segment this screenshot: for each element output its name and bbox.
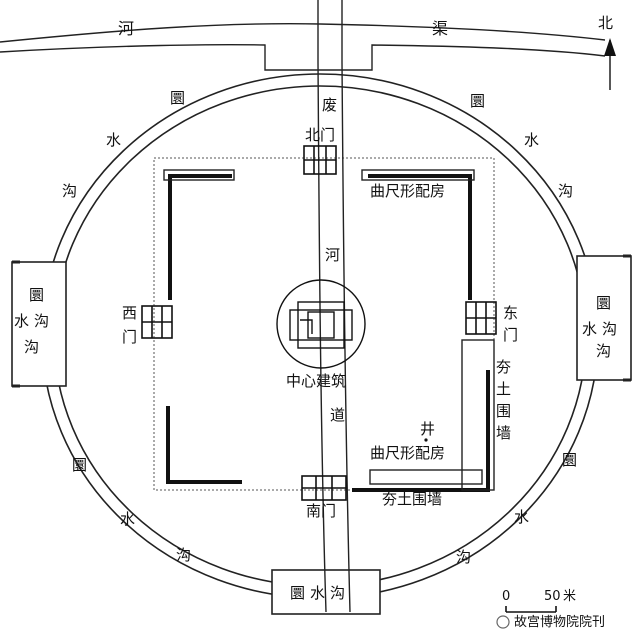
moat-labels: 圜 水 沟 圜 水 沟 圜 水 沟 圜 水 沟: [62, 89, 577, 566]
moat-char-ne-3: 沟: [558, 182, 573, 200]
moat-char-nw-1: 圜: [170, 89, 185, 107]
central-building-shape: [276, 279, 366, 369]
north-arrow: 北: [598, 14, 616, 90]
moat-char-sw-3: 沟: [176, 546, 191, 564]
channel-char-2: 河: [325, 246, 340, 264]
river-char-2: 渠: [432, 19, 448, 38]
west-pond-label: 圜 水 沟 沟: [14, 286, 49, 356]
east-pond-char-4: 沟: [596, 342, 611, 360]
moat-char-se-1: 圜: [562, 451, 577, 469]
abandoned-channel: [317, 0, 351, 613]
south-gate-label: 南门: [306, 502, 336, 520]
scale-value: 50: [544, 589, 561, 604]
west-pond-char-4: 沟: [24, 338, 39, 356]
rammed-wall-vertical-label: 夯 土 围 墙: [496, 358, 511, 442]
corner-rooms-label-north: 曲尺形配房: [370, 182, 445, 200]
watermark: 故宫博物院院刊: [496, 615, 605, 630]
scale-bar: 0 50 米: [502, 589, 576, 613]
east-pond-char-2: 水: [582, 320, 597, 338]
rammed-wall-v-char-3: 围: [496, 402, 511, 420]
east-pond-char-3: 沟: [602, 320, 617, 338]
north-gate-shape: [303, 145, 337, 175]
rammed-earth-walls: [166, 174, 490, 492]
river-channel: [0, 22, 606, 71]
channel-char-1: 废: [322, 96, 337, 114]
moat-char-nw-2: 水: [106, 131, 121, 149]
moat-char-sw-2: 水: [120, 510, 135, 528]
east-gate-shape: [465, 301, 497, 335]
moat-pond-west: [11, 260, 67, 388]
south-pond-char-1: 圜: [290, 584, 305, 602]
west-pond-char-1: 圜: [29, 286, 44, 304]
west-gate-label-1: 西: [122, 304, 137, 322]
channel-char-3: 道: [330, 406, 345, 424]
rammed-wall-v-char-4: 墙: [496, 424, 511, 442]
east-pond-char-1: 圜: [596, 294, 611, 312]
north-gate-label: 北门: [305, 126, 335, 144]
moat-char-ne-1: 圜: [470, 92, 485, 110]
south-gate-shape: [301, 475, 347, 501]
moat-char-se-3: 沟: [456, 548, 471, 566]
north-label: 北: [598, 14, 613, 32]
corner-rooms-label-south: 曲尺形配房: [370, 444, 445, 462]
rammed-wall-v-char-1: 夯: [496, 358, 511, 376]
corner-room-shapes: [163, 169, 495, 491]
central-building-label: 中心建筑: [286, 372, 346, 390]
inner-enclosure: [153, 157, 495, 491]
south-pond-char-2: 水: [310, 584, 325, 602]
moat-char-se-2: 水: [514, 508, 529, 526]
wechat-icon: [496, 615, 510, 629]
south-pond-label: 圜 水 沟: [290, 584, 345, 602]
river-char-1: 河: [118, 19, 134, 38]
rammed-wall-v-char-2: 土: [496, 380, 511, 398]
well-label: 井: [420, 420, 435, 438]
watermark-text: 故宫博物院院刊: [514, 615, 605, 630]
west-gate-label-2: 门: [122, 328, 137, 346]
east-gate-label-1: 东: [503, 304, 518, 322]
moat-pond-east: [576, 254, 632, 382]
west-pond-char-2: 水: [14, 312, 29, 330]
well-marker: [424, 438, 428, 442]
moat-char-sw-1: 圜: [72, 456, 87, 474]
west-gate-shape: [141, 305, 173, 339]
moat-char-nw-3: 沟: [62, 182, 77, 200]
rammed-wall-label-south: 夯土围墙: [382, 490, 442, 508]
scale-zero: 0: [502, 589, 510, 604]
east-gate-label-2: 门: [503, 326, 518, 344]
east-pond-label: 圜 水 沟 沟: [582, 294, 617, 360]
scale-unit: 米: [563, 589, 576, 604]
south-pond-char-3: 沟: [330, 584, 345, 602]
west-pond-char-3: 沟: [34, 312, 49, 330]
moat-char-ne-2: 水: [524, 131, 539, 149]
